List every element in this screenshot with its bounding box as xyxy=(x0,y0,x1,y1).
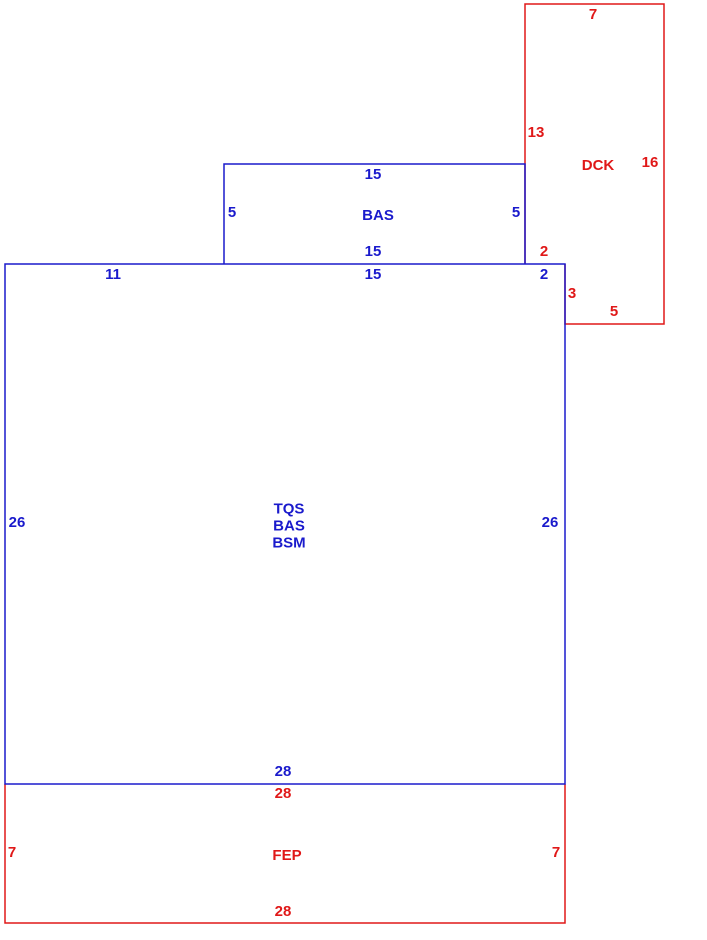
dim-upper-bas-top: 15 xyxy=(364,166,382,183)
dim-deck-step-side: 3 xyxy=(567,285,577,302)
dim-deck-bottom: 5 xyxy=(609,303,619,320)
dim-deck-right: 16 xyxy=(641,154,659,171)
dim-main-bottom: 28 xyxy=(274,763,292,780)
dim-main-left: 26 xyxy=(8,514,26,531)
dim-main-top-left: 11 xyxy=(105,266,121,283)
main-area-tqs: TQS xyxy=(273,500,305,518)
dim-deck-top: 7 xyxy=(588,6,598,23)
dim-upper-bas-bottom: 15 xyxy=(364,243,382,260)
dim-main-right: 26 xyxy=(541,514,559,531)
dim-deck-step-top: 2 xyxy=(539,243,549,260)
dim-upper-bas-left: 5 xyxy=(227,204,237,221)
dim-upper-bas-right: 5 xyxy=(511,204,521,221)
dim-porch-left: 7 xyxy=(7,844,17,861)
dim-deck-left: 13 xyxy=(527,124,545,141)
porch-outline xyxy=(4,784,566,924)
porch-label: FEP xyxy=(272,847,302,864)
dim-porch-right: 7 xyxy=(551,844,561,861)
main-area-bsm: BSM xyxy=(272,534,306,552)
main-structure-outline xyxy=(4,263,566,785)
upper-bas-label: BAS xyxy=(362,207,394,224)
dim-porch-bottom: 28 xyxy=(274,903,292,920)
dim-porch-top: 28 xyxy=(274,785,292,802)
dim-main-top-mid: 15 xyxy=(364,266,382,283)
deck-label: DCK xyxy=(581,157,615,174)
upper-bas-outline xyxy=(223,163,526,264)
dim-main-top-right: 2 xyxy=(539,266,549,283)
main-area-bas: BAS xyxy=(273,517,305,535)
main-area-label: TQS BAS BSM xyxy=(272,501,305,552)
